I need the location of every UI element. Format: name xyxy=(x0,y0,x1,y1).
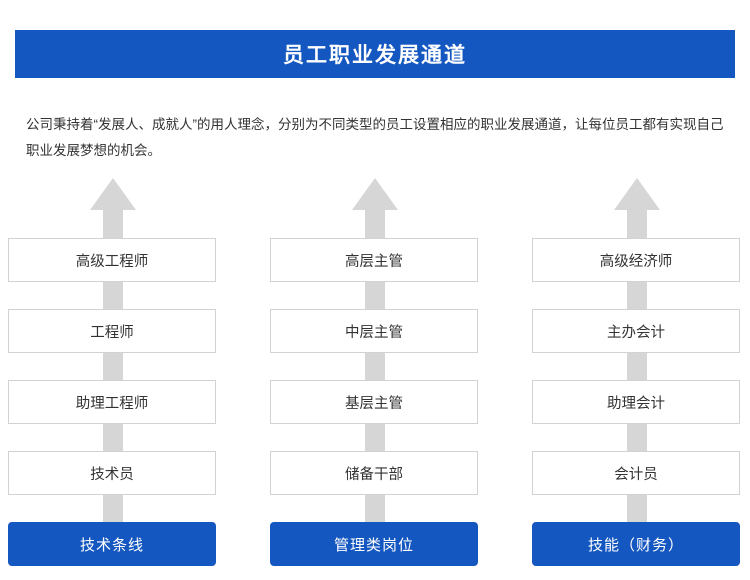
page-title-bar: 员工职业发展通道 xyxy=(15,30,735,78)
career-columns: 高级工程师 工程师 助理工程师 技术员 技术条线 高层主管 中层主管 基层主管 … xyxy=(0,178,750,578)
step-box: 基层主管 xyxy=(270,380,478,424)
step-box: 技术员 xyxy=(8,451,216,495)
step-box: 主办会计 xyxy=(532,309,740,353)
step-box: 高层主管 xyxy=(270,238,478,282)
step-box: 高级经济师 xyxy=(532,238,740,282)
career-column-finance: 高级经济师 主办会计 助理会计 会计员 技能（财务） xyxy=(532,178,742,568)
career-column-management: 高层主管 中层主管 基层主管 储备干部 管理类岗位 xyxy=(270,178,480,568)
step-box: 高级工程师 xyxy=(8,238,216,282)
step-box: 储备干部 xyxy=(270,451,478,495)
step-box: 助理工程师 xyxy=(8,380,216,424)
intro-paragraph: 公司秉持着“发展人、成就人”的用人理念，分别为不同类型的员工设置相应的职业发展通… xyxy=(26,116,724,158)
step-box: 中层主管 xyxy=(270,309,478,353)
track-footer-label: 技能（财务） xyxy=(532,522,740,566)
career-column-technical: 高级工程师 工程师 助理工程师 技术员 技术条线 xyxy=(8,178,218,568)
page-title: 员工职业发展通道 xyxy=(283,44,467,67)
track-footer-label: 管理类岗位 xyxy=(270,522,478,566)
step-box: 助理会计 xyxy=(532,380,740,424)
step-box: 工程师 xyxy=(8,309,216,353)
track-footer-label: 技术条线 xyxy=(8,522,216,566)
step-box: 会计员 xyxy=(532,451,740,495)
